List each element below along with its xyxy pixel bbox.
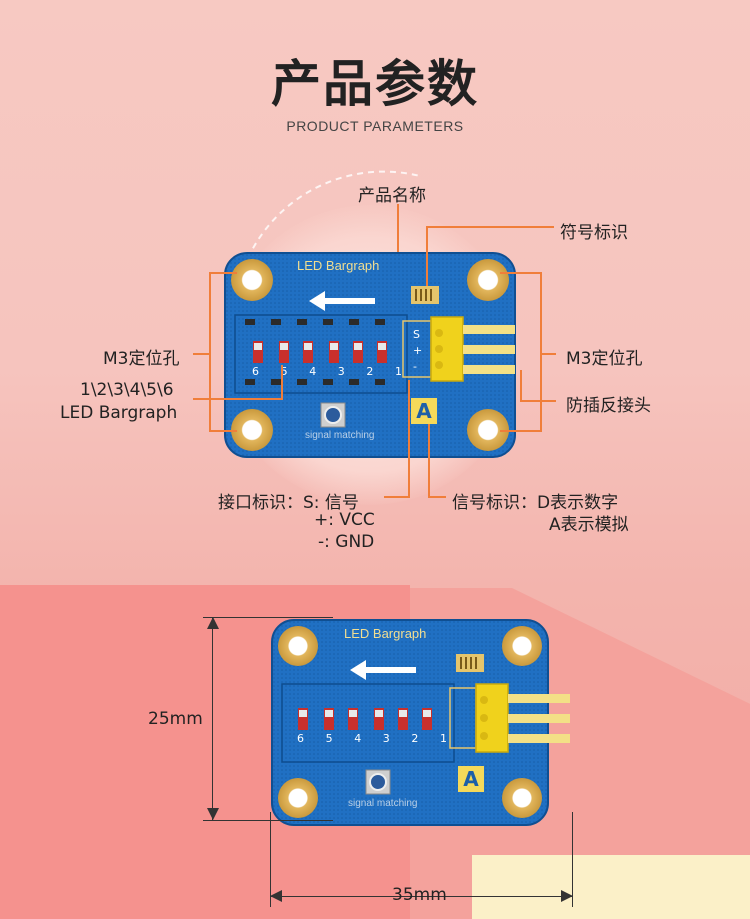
board-name-label: LED Bargraph xyxy=(344,626,427,641)
callout-line-m3-right-top xyxy=(500,272,540,274)
callout-line-led-h xyxy=(193,398,281,400)
dim-line-top xyxy=(203,617,333,618)
led-numbers: 6 5 4 3 2 1 xyxy=(297,732,447,745)
dim-height-label: 25mm xyxy=(148,709,203,729)
pin-vcc: + xyxy=(413,344,423,357)
callout-line-connector-h xyxy=(520,400,556,402)
dim-line-right xyxy=(572,812,573,907)
callout-line-name xyxy=(397,204,399,252)
dim-line-bottom xyxy=(203,820,333,821)
led-number: 2 xyxy=(366,365,374,378)
callout-line-iface-h xyxy=(384,496,410,498)
led-number: 2 xyxy=(411,732,419,745)
dim-line-height xyxy=(212,618,213,820)
led-number: 6 xyxy=(252,365,259,378)
led-number: 6 xyxy=(297,732,304,745)
board-bottom-text: signal matching xyxy=(305,430,375,441)
dim-width-label: 35mm xyxy=(392,885,447,905)
led-number: 4 xyxy=(309,365,317,378)
label-interface-gnd: -: GND xyxy=(318,532,375,552)
label-interface-signal: 接口标识：S: 信号 xyxy=(218,493,359,513)
board-name-label: LED Bargraph xyxy=(297,258,380,273)
module-board-top: LED Bargraph signal matching S + - A 6 5… xyxy=(224,252,516,458)
led-number: 1 xyxy=(439,732,447,745)
led-number: 3 xyxy=(382,732,390,745)
label-signal-analog: A表示模拟 xyxy=(549,515,629,535)
dim-line-width xyxy=(271,896,572,897)
led-number: 5 xyxy=(280,365,288,378)
page-title: 产品参数 xyxy=(271,55,479,113)
led-number: 4 xyxy=(354,732,362,745)
label-m3-right: M3定位孔 xyxy=(566,349,643,369)
callout-line-m3-left-bottom xyxy=(209,430,237,432)
label-m3-left: M3定位孔 xyxy=(103,349,180,369)
page-subtitle: PRODUCT PARAMETERS xyxy=(286,118,464,134)
led-numbers: 6 5 4 3 2 1 xyxy=(252,365,402,378)
dim-line-left xyxy=(270,812,271,907)
led-number: 5 xyxy=(325,732,333,745)
label-signal-digital: 信号标识：D表示数字 xyxy=(452,493,619,513)
callout-line-m3-left-h xyxy=(193,353,209,355)
module-board-bottom: LED Bargraph signal matching A 6 5 4 3 2… xyxy=(271,619,578,826)
bg-cream-block xyxy=(472,855,750,919)
led-number: 1 xyxy=(394,365,402,378)
callout-line-symbol-h xyxy=(426,226,554,228)
label-interface-vcc: +: VCC xyxy=(314,510,375,530)
pin-labels: S + - xyxy=(413,327,422,375)
callout-line-m3-right-v xyxy=(540,272,542,432)
callout-line-signal-h xyxy=(428,496,446,498)
label-led-bargraph: LED Bargraph xyxy=(60,403,178,423)
board-bottom-text: signal matching xyxy=(348,798,418,809)
pin-gnd: - xyxy=(413,360,417,373)
label-symbol-mark: 符号标识 xyxy=(560,223,628,243)
label-product-name: 产品名称 xyxy=(358,186,426,206)
callout-line-m3-left-top xyxy=(209,272,237,274)
dim-arrows-width xyxy=(270,890,573,902)
pin-s: S xyxy=(413,328,420,341)
callout-line-connector-v xyxy=(520,370,522,402)
callout-line-symbol-v xyxy=(426,226,428,286)
callout-line-iface-v xyxy=(408,380,410,498)
dim-arrows-height xyxy=(207,617,219,820)
callout-line-signal-v xyxy=(428,424,430,498)
callout-line-m3-right-bottom xyxy=(500,430,540,432)
callout-line-led-v xyxy=(281,365,283,400)
label-led-numbers: 1\2\3\4\5\6 xyxy=(80,380,174,400)
type-letter: A xyxy=(416,399,432,423)
type-letter: A xyxy=(463,767,479,791)
callout-line-m3-left-v xyxy=(209,272,211,432)
callout-line-m3-right-h xyxy=(540,353,556,355)
label-anti-reverse: 防插反接头 xyxy=(566,396,651,416)
led-number: 3 xyxy=(337,365,345,378)
